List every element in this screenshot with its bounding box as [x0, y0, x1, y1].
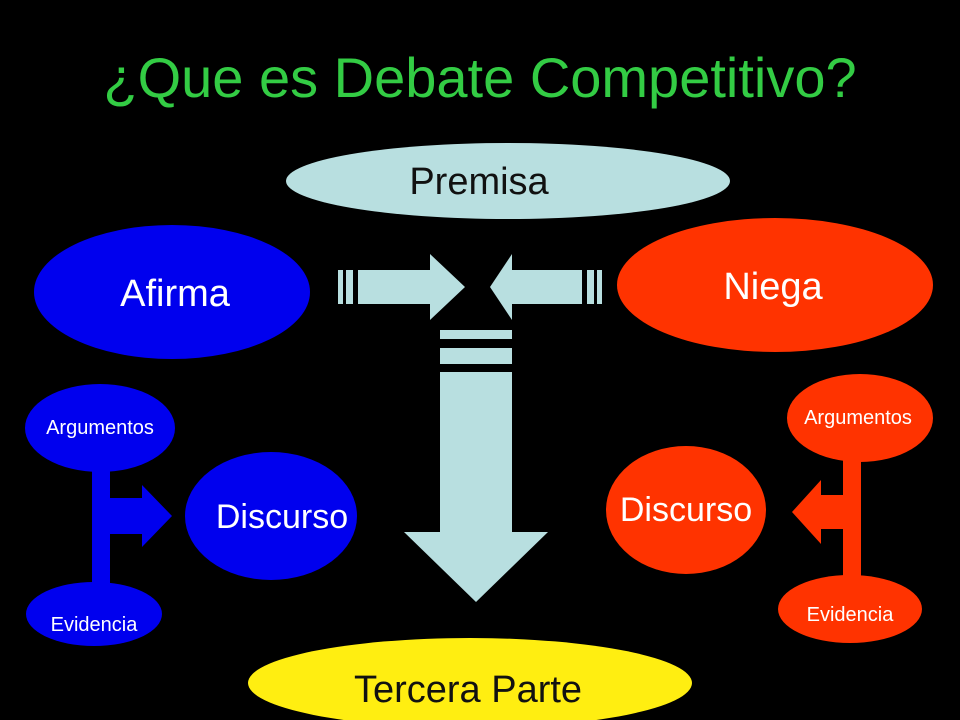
left-discurso-ellipse	[185, 452, 357, 580]
right-arrow-stripe-2	[597, 270, 602, 304]
right-argumentos-label: Argumentos	[804, 407, 912, 429]
right-discurso-label: Discurso	[619, 491, 753, 529]
left-arrow-stripe-1	[338, 270, 343, 304]
left-arrow-stripe-2	[346, 270, 353, 304]
tercera-parte-ellipse	[248, 638, 692, 720]
right-argumentos-ellipse	[787, 374, 933, 462]
left-side-arrow	[110, 485, 172, 547]
right-cluster	[606, 374, 933, 643]
left-evidencia-label: Evidencia	[50, 614, 138, 636]
right-arrow-shaft	[490, 254, 582, 320]
right-arrow-stripe-1	[587, 270, 594, 304]
right-evidencia-label: Evidencia	[806, 604, 894, 626]
niega-label: Niega	[723, 266, 823, 308]
down-arrow-stripe-2	[440, 348, 512, 364]
center-arrows	[338, 254, 602, 602]
right-vertical-bar	[843, 455, 861, 585]
left-cluster	[25, 384, 357, 646]
left-evidencia-ellipse	[26, 582, 162, 646]
premisa-label: Premisa	[409, 161, 549, 203]
premisa-ellipse	[286, 143, 730, 219]
niega-ellipse	[617, 218, 933, 352]
left-argumentos-ellipse	[25, 384, 175, 472]
right-evidencia-ellipse	[778, 575, 922, 643]
left-discurso-label: Discurso	[215, 498, 349, 536]
left-vertical-bar	[92, 465, 110, 595]
tercera-parte-label: Tercera Parte	[353, 669, 583, 711]
slide-title: ¿Que es Debate Competitivo?	[103, 46, 857, 109]
left-arrow-shaft	[358, 254, 465, 320]
right-side-arrow	[792, 480, 843, 544]
afirma-label: Afirma	[120, 273, 230, 315]
afirma-ellipse	[34, 225, 310, 359]
right-discurso-ellipse	[606, 446, 766, 574]
down-arrow-stripe-1	[440, 330, 512, 339]
left-argumentos-label: Argumentos	[46, 417, 154, 439]
down-arrow-shaft	[404, 372, 548, 602]
